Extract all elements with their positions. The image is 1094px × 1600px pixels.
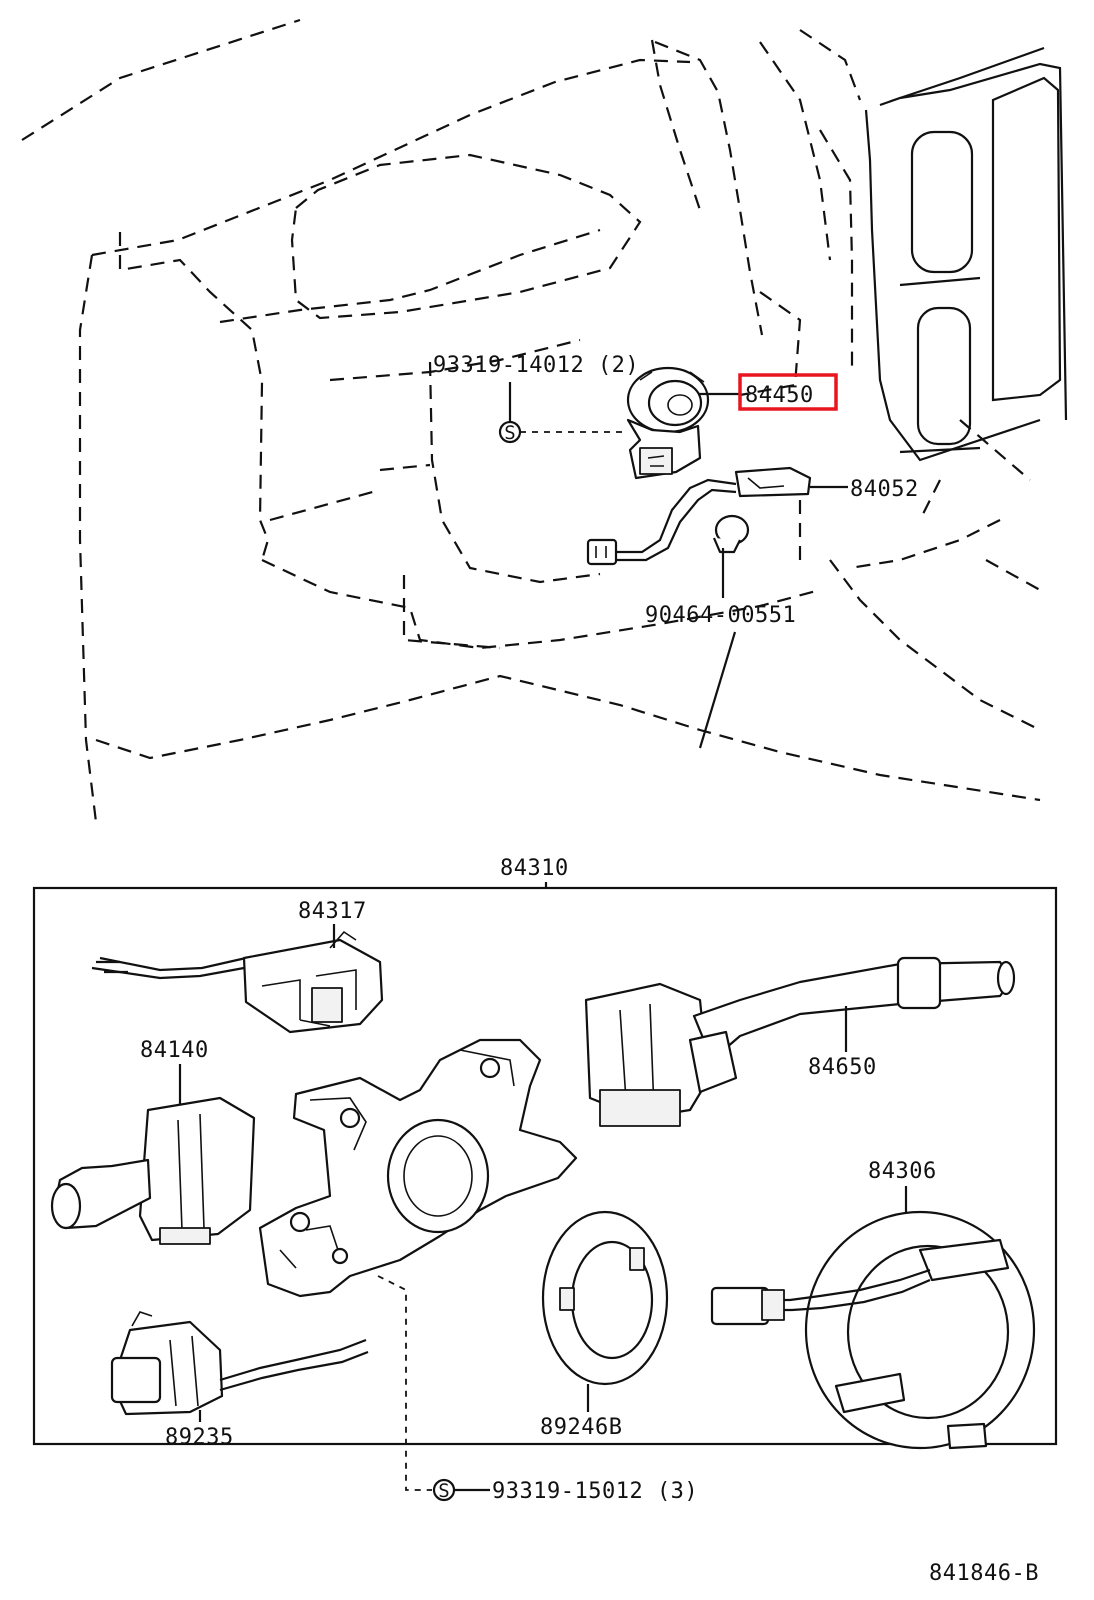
grommet-icon[interactable] bbox=[712, 514, 750, 554]
highlight-box-84450 bbox=[738, 373, 838, 411]
lamp-switch-icon[interactable] bbox=[50, 1096, 256, 1245]
label-90464-00551[interactable]: 90464-00551 bbox=[645, 603, 796, 628]
wire-harness-icon[interactable] bbox=[586, 466, 812, 566]
sensor-icon[interactable] bbox=[91, 930, 384, 1034]
leader-90464-to-dash bbox=[698, 631, 737, 749]
combo-switch-dashed-line bbox=[377, 1275, 432, 1491]
wiper-switch-icon[interactable] bbox=[584, 956, 1016, 1127]
diagram-id: 841846-B bbox=[929, 1561, 1039, 1586]
label-93319-15012[interactable]: 93319-15012 (3) bbox=[492, 1479, 698, 1504]
label-84310[interactable]: 84310 bbox=[500, 856, 569, 881]
spiral-cable-icon[interactable] bbox=[710, 1210, 1036, 1450]
label-84450[interactable]: 84450 bbox=[745, 383, 814, 408]
combination-switch-icon[interactable] bbox=[258, 1038, 578, 1298]
assembly-box-84310 bbox=[32, 886, 1058, 1446]
screw-icon-lower[interactable]: S bbox=[432, 1478, 456, 1502]
connector-icon[interactable] bbox=[110, 1311, 369, 1416]
label-84052[interactable]: 84052 bbox=[850, 477, 919, 502]
label-84317[interactable]: 84317 bbox=[298, 899, 367, 924]
screw-symbol-label-lower: S bbox=[438, 1480, 449, 1502]
label-84306[interactable]: 84306 bbox=[868, 1159, 937, 1184]
screw-icon[interactable]: S bbox=[498, 420, 522, 444]
ring-icon[interactable] bbox=[541, 1210, 669, 1386]
label-84650[interactable]: 84650 bbox=[808, 1055, 877, 1080]
label-93319-14012[interactable]: 93319-14012 (2) bbox=[433, 353, 639, 378]
screw-symbol-label: S bbox=[504, 422, 515, 444]
ignition-switch-icon[interactable] bbox=[626, 366, 710, 480]
dashboard-outline bbox=[21, 18, 1041, 823]
air-vent-right bbox=[864, 46, 1068, 462]
label-89246B[interactable]: 89246B bbox=[540, 1415, 622, 1440]
label-89235[interactable]: 89235 bbox=[165, 1425, 234, 1450]
label-84140[interactable]: 84140 bbox=[140, 1038, 209, 1063]
